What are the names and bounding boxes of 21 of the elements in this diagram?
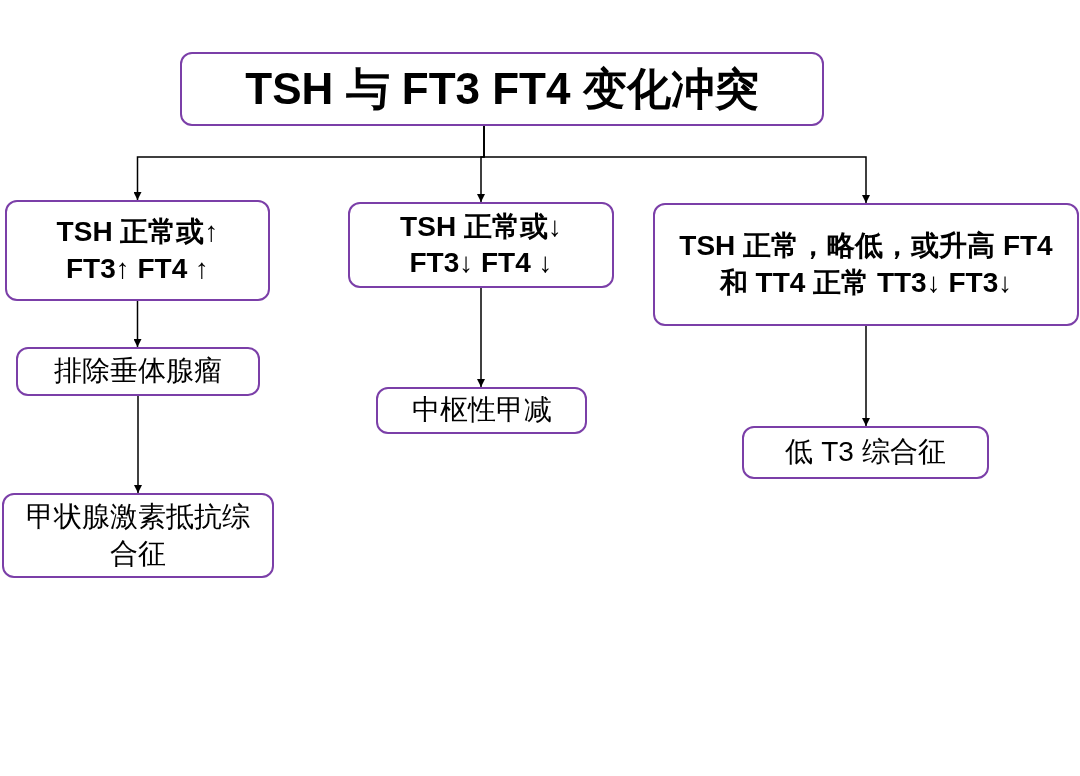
box-label: TSH 正常或↓ FT3↓ FT4 ↓ — [399, 209, 563, 280]
title-box — [180, 52, 824, 126]
box-label: 排除垂体腺瘤 — [54, 354, 222, 389]
title: TSH 与 FT3 FT4 变化冲突 — [245, 63, 759, 116]
process-box — [742, 426, 989, 479]
process-box — [348, 202, 614, 288]
box-label: 低 T3 综合征 — [785, 435, 946, 470]
process-box — [16, 347, 260, 396]
arrow — [134, 395, 142, 494]
arrow — [477, 287, 485, 388]
arrow — [862, 325, 870, 427]
process-box — [653, 203, 1079, 326]
box-label: TSH 正常或↑ FT3↑ FT4 ↑ — [55, 215, 220, 286]
process-box — [5, 200, 270, 301]
process-box — [376, 387, 587, 434]
box-label: 中枢性甲减 — [411, 393, 552, 428]
box-label: TSH 正常，略低，或升高 FT4 和 TT4 正常 TT3↓ FT3↓ — [678, 229, 1054, 300]
arrow — [133, 300, 142, 348]
process-box — [2, 493, 274, 578]
box-label: 甲状腺激素抵抗综合征 — [25, 500, 251, 571]
arrow — [483, 125, 870, 204]
